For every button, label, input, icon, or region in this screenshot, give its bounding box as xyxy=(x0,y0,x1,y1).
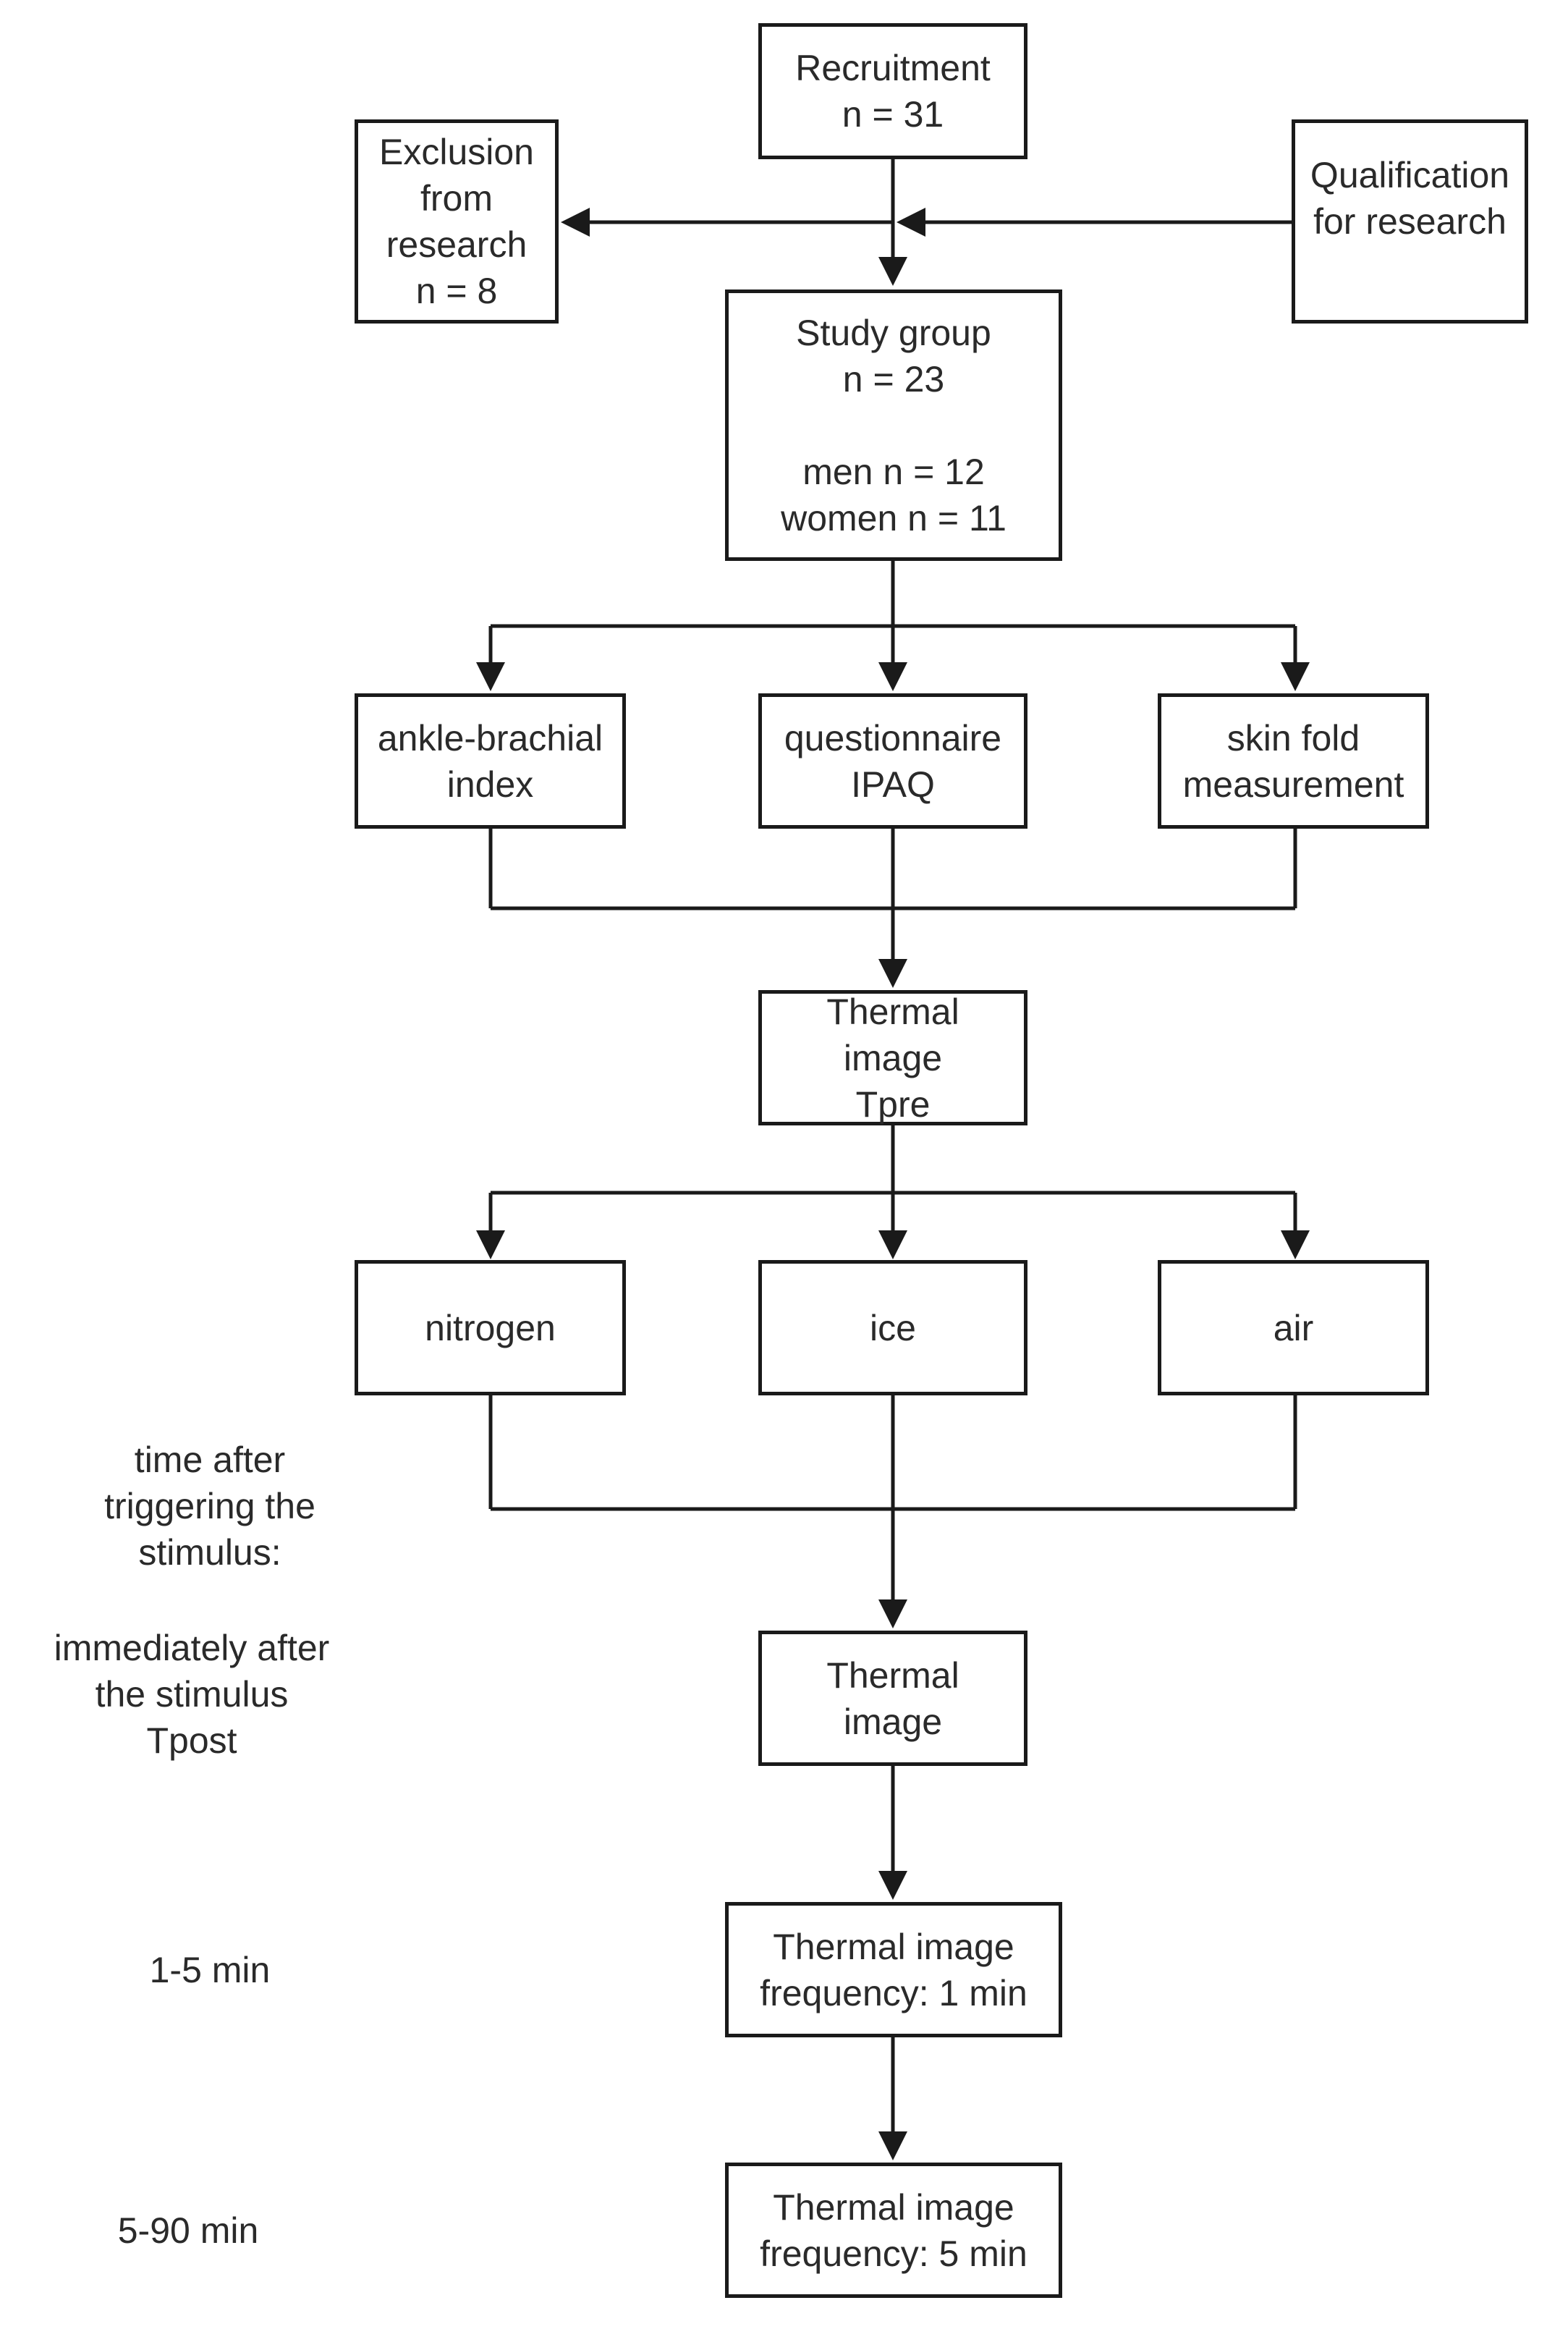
exclusion-box: Exclusion from research n = 8 xyxy=(355,119,559,324)
study-group-box: Study group n = 23 men n = 12 women n = … xyxy=(725,289,1062,561)
study-group-count: n = 23 xyxy=(842,358,945,400)
time-after-line-1: time after xyxy=(134,1440,286,1480)
immediately-line-2: the stimulus xyxy=(95,1674,289,1715)
thermal-1min-line-1: Thermal image xyxy=(773,1926,1014,1967)
qualification-box: Qualification for research xyxy=(1292,119,1528,324)
qualification-line-1: Qualification xyxy=(1310,155,1510,195)
thermal-post-line-1: Thermal xyxy=(826,1654,959,1696)
skin-fold-line-1: skin fold xyxy=(1226,717,1360,758)
qualification-line-2: for research xyxy=(1313,201,1506,242)
questionnaire-line-2: IPAQ xyxy=(851,764,935,805)
thermal-post-line-2: image xyxy=(843,1701,943,1742)
range-5-90-label: 5-90 min xyxy=(72,2207,304,2254)
questionnaire-box: questionnaire IPAQ xyxy=(758,693,1027,829)
immediately-line-1: immediately after xyxy=(54,1628,330,1668)
thermal-5min-line-2: frequency: 5 min xyxy=(760,2233,1027,2274)
immediately-line-3: Tpost xyxy=(146,1720,237,1761)
thermal-1min-line-2: frequency: 1 min xyxy=(760,1972,1027,2013)
nitrogen-label: nitrogen xyxy=(425,1307,556,1348)
range-5-90-text: 5-90 min xyxy=(117,2210,259,2251)
immediately-label: immediately after the stimulus Tpost xyxy=(29,1625,355,1764)
air-box: air xyxy=(1158,1260,1429,1395)
recruitment-title: Recruitment xyxy=(795,48,991,88)
exclusion-count: n = 8 xyxy=(415,271,498,311)
skin-fold-line-2: measurement xyxy=(1182,764,1404,805)
thermal-5min-line-1: Thermal image xyxy=(773,2186,1014,2228)
ankle-brachial-line-2: index xyxy=(446,764,534,805)
exclusion-line-1: Exclusion xyxy=(379,132,534,172)
recruitment-count: n = 31 xyxy=(842,94,944,135)
time-after-line-2: triggering the xyxy=(104,1486,315,1526)
thermal-post-box: Thermal image xyxy=(758,1631,1027,1766)
thermal-pre-line-2: image xyxy=(843,1037,943,1078)
range-1-5-label: 1-5 min xyxy=(94,1947,326,1993)
ice-label: ice xyxy=(870,1307,916,1348)
questionnaire-line-1: questionnaire xyxy=(784,717,1002,758)
thermal-1min-box: Thermal image frequency: 1 min xyxy=(725,1902,1062,2037)
exclusion-line-3: research xyxy=(386,224,527,265)
thermal-5min-box: Thermal image frequency: 5 min xyxy=(725,2163,1062,2298)
ankle-brachial-box: ankle-brachial index xyxy=(355,693,626,829)
ankle-brachial-line-1: ankle-brachial xyxy=(377,717,603,758)
thermal-pre-line-3: Tpre xyxy=(855,1083,931,1125)
range-1-5-text: 1-5 min xyxy=(149,1950,271,1990)
time-after-label: time after triggering the stimulus: xyxy=(58,1437,362,1576)
thermal-pre-line-1: Thermal xyxy=(826,991,959,1032)
recruitment-box: Recruitment n = 31 xyxy=(758,23,1027,159)
air-label: air xyxy=(1273,1307,1314,1348)
ice-box: ice xyxy=(758,1260,1027,1395)
thermal-pre-box: Thermal image Tpre xyxy=(758,990,1027,1125)
skin-fold-box: skin fold measurement xyxy=(1158,693,1429,829)
nitrogen-box: nitrogen xyxy=(355,1260,626,1395)
study-group-men: men n = 12 xyxy=(802,451,985,492)
time-after-line-3: stimulus: xyxy=(138,1532,281,1573)
exclusion-line-2: from xyxy=(420,178,493,219)
study-group-women: women n = 11 xyxy=(781,497,1007,538)
study-group-title: Study group xyxy=(796,312,991,353)
